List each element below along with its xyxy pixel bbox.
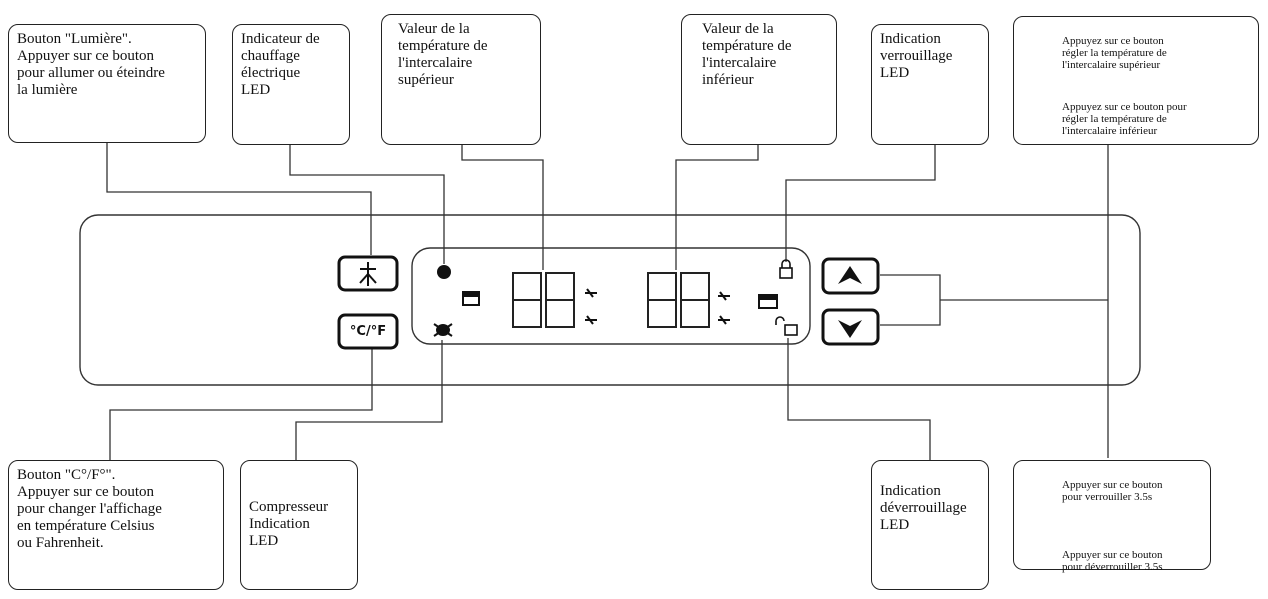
light-icon — [359, 262, 377, 286]
down-button — [821, 308, 880, 346]
up-button — [821, 257, 880, 295]
down-arrow-icon — [838, 320, 862, 338]
lock-up-text: Appuyer sur ce bouton pour verrouiller 3… — [1062, 479, 1163, 503]
unlock-down-row: Appuyer sur ce bouton pour déverrouiller… — [1020, 549, 1204, 573]
adjust-up-row: Appuyez sur ce bouton régler la températ… — [1020, 35, 1252, 71]
upper-fan-icons — [585, 288, 597, 325]
callout-lock-led: Indication verrouillage LED — [871, 24, 989, 145]
display-window — [411, 247, 811, 345]
cf-button — [337, 313, 399, 350]
light-button-hit[interactable] — [339, 257, 397, 290]
callout-lock-buttons: Appuyer sur ce bouton pour verrouiller 3… — [1013, 460, 1211, 573]
cf-button-label[interactable]: °C/°F — [349, 324, 387, 339]
compressor-icon — [433, 323, 453, 337]
light-button — [337, 255, 399, 292]
callout-compressor-led: Compresseur Indication LED — [240, 460, 358, 590]
unlock-down-text: Appuyer sur ce bouton pour déverrouiller… — [1062, 549, 1163, 573]
heater-icon — [437, 265, 451, 279]
callout-adjust-buttons: Appuyez sur ce bouton régler la températ… — [1013, 16, 1259, 145]
lock-up-row: Appuyer sur ce bouton pour verrouiller 3… — [1020, 479, 1204, 503]
control-panel — [79, 214, 1141, 386]
up-arrow-icon — [838, 266, 862, 284]
callout-heater-led: Indicateur de chauffage électrique LED — [232, 24, 350, 145]
callout-lower-temp: Valeur de la température de l'intercalai… — [681, 14, 837, 145]
callout-light-button: Bouton "Lumière". Appuyer sur ce bouton … — [8, 24, 206, 143]
up-button-hit[interactable] — [823, 259, 878, 293]
callout-cf-button: Bouton "C°/F°". Appuyer sur ce bouton po… — [8, 460, 224, 590]
adjust-down-row: Appuyez sur ce bouton pour régler la tem… — [1020, 101, 1252, 137]
callout-upper-temp: Valeur de la température de l'intercalai… — [381, 14, 541, 145]
lock-icon — [779, 259, 793, 279]
unlock-icon — [775, 316, 798, 336]
lower-temp-display — [647, 272, 710, 328]
adjust-up-text: Appuyez sur ce bouton régler la températ… — [1062, 35, 1167, 71]
upper-temp-display — [512, 272, 575, 328]
lower-fan-icons — [718, 291, 730, 325]
down-button-hit[interactable] — [823, 310, 878, 344]
adjust-down-text: Appuyez sur ce bouton pour régler la tem… — [1062, 101, 1187, 137]
callout-unlock-led: Indication déverrouillage LED — [871, 460, 989, 590]
